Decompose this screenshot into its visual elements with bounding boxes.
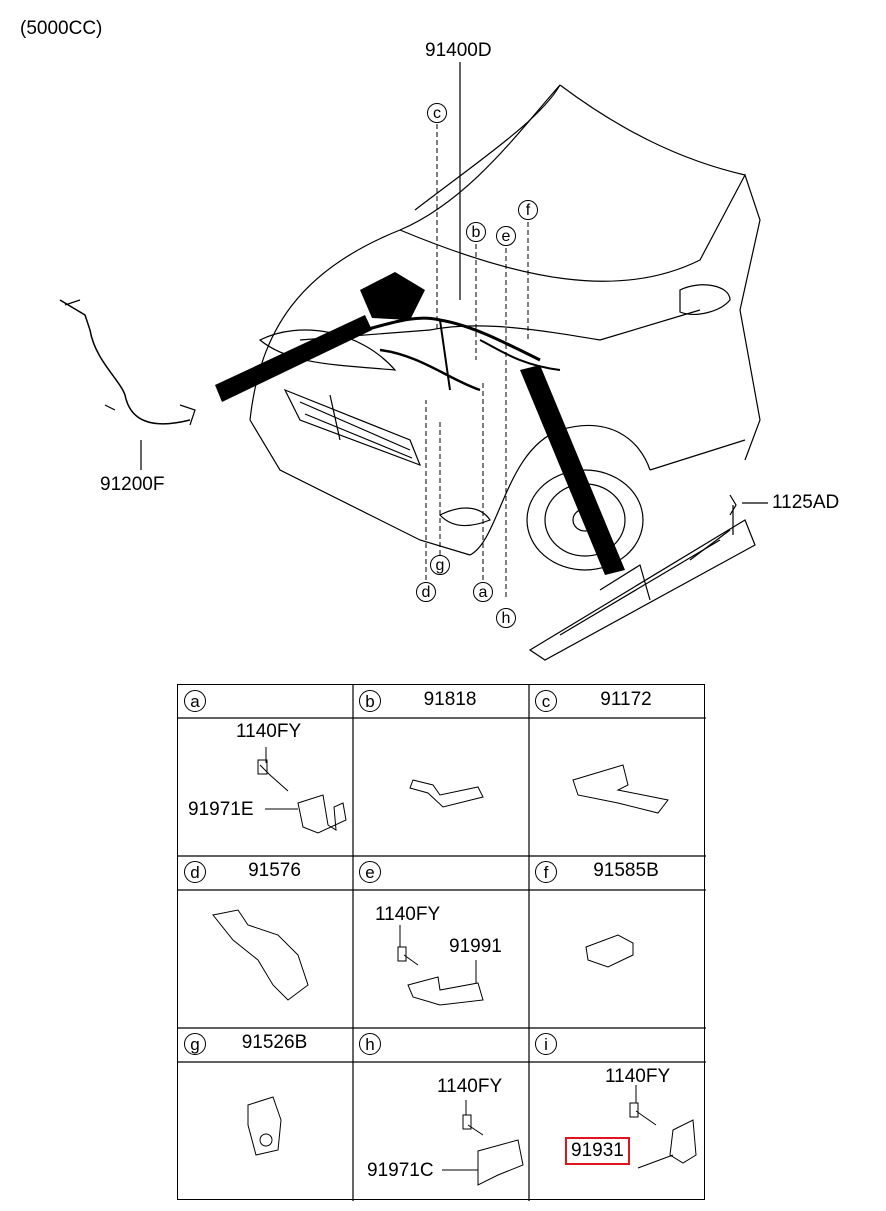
cell-i-bolt-label: 1140FY (605, 1066, 671, 1087)
cell-a-bracket-label: 91971E (188, 799, 254, 820)
cell-letter-d: d (184, 861, 206, 883)
cell-a-bolt-label: 1140FY (236, 721, 302, 742)
cell-d: d 91576 (178, 856, 353, 1028)
cell-c: c 91172 (529, 685, 705, 856)
harness-part-number: 91400D (425, 40, 492, 61)
cell-c-part-number: 91172 (600, 689, 652, 710)
cell-letter-c: c (535, 690, 557, 712)
vehicle-wiring-illustration (59, 62, 768, 661)
cell-h: h 1140FY 91971C (353, 1028, 529, 1200)
cell-letter-f: f (535, 861, 557, 883)
cell-g: g 91526B (178, 1028, 353, 1200)
locator-d: d (416, 582, 436, 602)
cell-b: b 91818 (353, 685, 529, 856)
engine-note: (5000CC) (20, 18, 103, 39)
parts-table: a 1140FY 91971E b 91818 c 91172 d 91576 … (177, 684, 706, 1201)
locator-f: f (518, 200, 538, 220)
cell-f-part-number: 91585B (593, 860, 659, 881)
cell-letter-a: a (184, 690, 206, 712)
battery-cable-part-number: 91200F (100, 474, 165, 495)
cell-h-bracket-label: 91971C (367, 1160, 434, 1181)
cell-i: i 1140FY 91931 (529, 1028, 705, 1200)
cell-e: e 1140FY 91991 (353, 856, 529, 1028)
locator-h: h (496, 608, 516, 628)
cell-g-part-number: 91526B (241, 1032, 308, 1053)
cell-letter-h: h (359, 1033, 381, 1055)
cell-letter-i: i (535, 1033, 557, 1055)
highlighted-part-91931[interactable]: 91931 (565, 1137, 630, 1165)
cell-e-bracket-label: 91991 (449, 936, 502, 957)
cell-d-part-number: 91576 (248, 860, 301, 881)
cell-f: f 91585B (529, 856, 705, 1028)
cell-letter-e: e (359, 861, 381, 883)
cell-b-part-number: 91818 (423, 689, 477, 710)
cell-e-bolt-label: 1140FY (375, 904, 441, 925)
locator-b: b (466, 222, 486, 242)
locator-g: g (430, 555, 450, 575)
cell-a: a 1140FY 91971E (178, 685, 353, 856)
bolt-part-number: 1125AD (772, 492, 840, 513)
locator-c: c (427, 103, 447, 123)
locator-a: a (473, 582, 493, 602)
cell-letter-g: g (184, 1033, 206, 1055)
locator-e: e (496, 226, 516, 246)
table-grid-lines (178, 685, 706, 1201)
cell-h-bolt-label: 1140FY (437, 1076, 503, 1097)
cell-letter-b: b (359, 690, 381, 712)
